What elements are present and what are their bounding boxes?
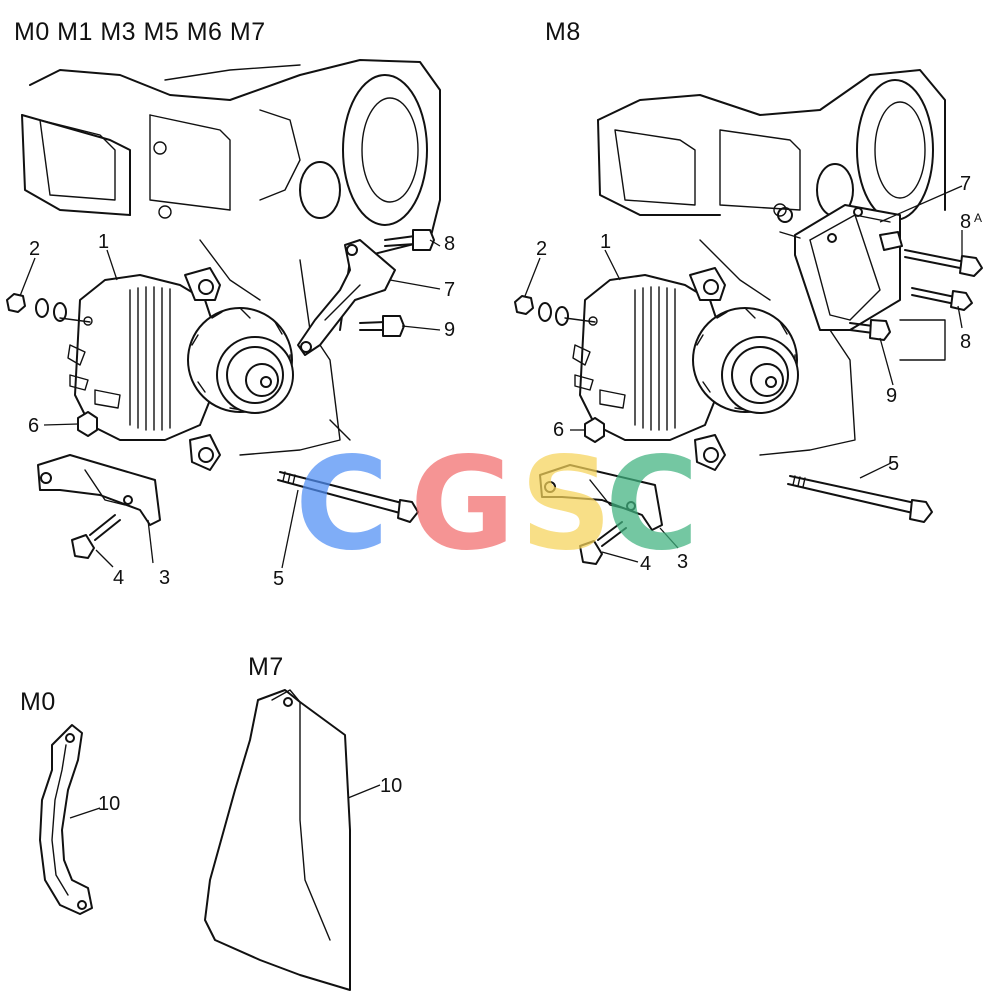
callout-6-right: 6	[553, 419, 564, 441]
bolt-4-left	[71, 514, 121, 559]
bolt-9-left	[359, 315, 405, 337]
callout-1-right: 1	[600, 231, 611, 253]
assembly-right: 1 2 3 4 5 6 7 8 A 8 9	[514, 69, 983, 575]
nut-2-left	[6, 293, 67, 322]
callout-8a-right: 8	[960, 211, 971, 233]
callout-9-right: 9	[886, 385, 897, 407]
watermark-letter-4: C	[605, 430, 699, 579]
watermark-letter-2: G	[410, 430, 515, 579]
mounting-bracket-left	[37, 454, 161, 526]
nut-2-right	[514, 295, 569, 326]
variant-title-right: M8	[545, 18, 581, 46]
callout-10-m0: 10	[98, 793, 120, 815]
assembly-left: 1 2 3 4 5 6 7 8 9	[6, 59, 455, 590]
leader-lines-right	[524, 185, 963, 563]
bolt-8-right	[911, 287, 973, 311]
nut-6-left	[77, 411, 98, 437]
variant-title-m0: M0	[20, 688, 56, 716]
callout-4-right: 4	[640, 553, 651, 575]
watermark-logo: C G S C	[295, 430, 699, 579]
callout-6-left: 6	[28, 415, 39, 437]
long-bolt-5-left	[277, 471, 419, 523]
mounting-bracket-right	[539, 464, 663, 531]
alternator-right	[564, 267, 799, 471]
callout-5-left: 5	[273, 568, 284, 590]
callout-10-m7: 10	[380, 775, 402, 797]
alternator-left	[59, 267, 294, 471]
callout-8a-suffix-right: A	[974, 211, 982, 225]
callout-7-right: 7	[960, 173, 971, 195]
bolt-8-left	[384, 229, 435, 251]
callout-7-left: 7	[444, 279, 455, 301]
callout-8-left: 8	[444, 233, 455, 255]
bolt-9-right	[849, 319, 891, 341]
bolt-8a-right	[904, 249, 983, 277]
adjusting-bracket-left	[297, 239, 396, 356]
watermark-letter-3: S	[520, 430, 612, 579]
callout-2-right: 2	[536, 238, 547, 260]
leader-lines-left	[19, 239, 441, 569]
nut-6-right	[584, 417, 605, 443]
callout-3-left: 3	[159, 567, 170, 589]
callout-5-right: 5	[888, 453, 899, 475]
support-bracket-right	[777, 204, 903, 331]
bolt-4-right	[579, 521, 627, 565]
variant-title-m7: M7	[248, 653, 284, 681]
long-bolt-5-right	[787, 475, 933, 523]
belt-cover-m7: 10	[204, 689, 402, 991]
callout-1-left: 1	[98, 231, 109, 253]
callout-4-left: 4	[113, 567, 124, 589]
callout-8-right: 8	[960, 331, 971, 353]
strap-bracket-m0: 10	[39, 724, 120, 915]
callout-2-left: 2	[29, 238, 40, 260]
variant-title-left: M0 M1 M3 M5 M6 M7	[14, 18, 266, 46]
callout-9-left: 9	[444, 319, 455, 341]
callout-3-right: 3	[677, 551, 688, 573]
watermark-letter-1: C	[295, 430, 389, 579]
